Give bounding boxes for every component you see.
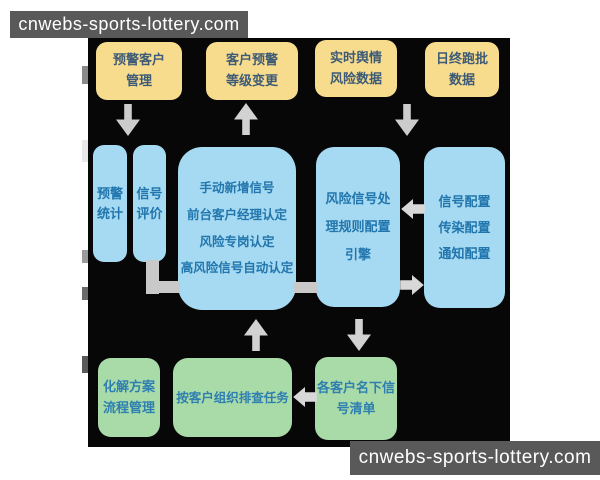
node-label: 客户预警 等级变更 [225, 52, 278, 88]
arrow-up-icon [234, 103, 258, 135]
arrow-right-icon [400, 275, 424, 295]
node-label: 预警 统计 [96, 186, 123, 221]
arrow-left-icon [401, 199, 425, 219]
node-configurations: 信号配置 传染配置 通知配置 [424, 147, 505, 308]
watermark-bottom: cnwebs-sports-lottery.com [350, 441, 600, 475]
node-label: 信号配置 传染配置 通知配置 [438, 193, 491, 261]
arrow-down-icon [347, 319, 371, 351]
node-label: 风险信号处 理规则配置 引擎 [325, 191, 391, 262]
node-resolution-plan-process-management: 化解方案 流程管理 [98, 358, 160, 437]
edge-artifact [82, 356, 91, 373]
node-label: 日终跑批 数据 [435, 50, 488, 87]
node-signal-recognition: 手动新增信号 前台客户经理认定 风险专岗认定 高风险信号自动认定 [178, 147, 296, 310]
edge-artifact [82, 250, 90, 263]
node-label: 化解方案 流程管理 [102, 378, 155, 415]
node-realtime-sentiment-risk-data: 实时舆情 风险数据 [315, 40, 397, 97]
arrow-down-icon [395, 104, 419, 136]
connector-line [146, 281, 180, 293]
node-label: 预警客户 管理 [112, 52, 165, 88]
node-customer-signal-list: 各客户名下信 号清单 [315, 357, 397, 440]
arrow-up-icon [244, 319, 268, 351]
edge-artifact [82, 287, 90, 300]
flowchart-canvas: 预警客户 管理 客户预警 等级变更 实时舆情 风险数据 日终跑批 数据 预警 统… [88, 38, 510, 447]
node-label: 手动新增信号 前台客户经理认定 风险专岗认定 高风险信号自动认定 [180, 180, 294, 276]
watermark-bottom-text: cnwebs-sports-lottery.com [358, 447, 592, 468]
node-risk-signal-rule-engine: 风险信号处 理规则配置 引擎 [316, 147, 400, 307]
node-label: 实时舆情 风险数据 [329, 49, 382, 86]
edge-artifact [82, 66, 90, 84]
arrow-left-icon [293, 387, 317, 407]
node-customer-alert-level-change: 客户预警 等级变更 [206, 42, 298, 100]
node-label: 信号 评价 [136, 186, 163, 221]
node-alert-customer-management: 预警客户 管理 [96, 42, 182, 100]
edge-artifact [82, 140, 90, 162]
connector-line [294, 282, 318, 293]
node-signal-evaluation: 信号 评价 [133, 145, 166, 262]
node-label: 各客户名下信 号清单 [316, 379, 395, 416]
node-alert-statistics: 预警 统计 [93, 145, 127, 262]
arrow-down-icon [116, 104, 140, 136]
node-eod-batch-data: 日终跑批 数据 [425, 42, 499, 97]
node-customer-org-screening-tasks: 按客户组织排查任务 [173, 358, 292, 437]
watermark-top-text: cnwebs-sports-lottery.com [18, 14, 240, 34]
watermark-top: cnwebs-sports-lottery.com [10, 11, 248, 38]
node-label: 按客户组织排查任务 [176, 390, 289, 405]
